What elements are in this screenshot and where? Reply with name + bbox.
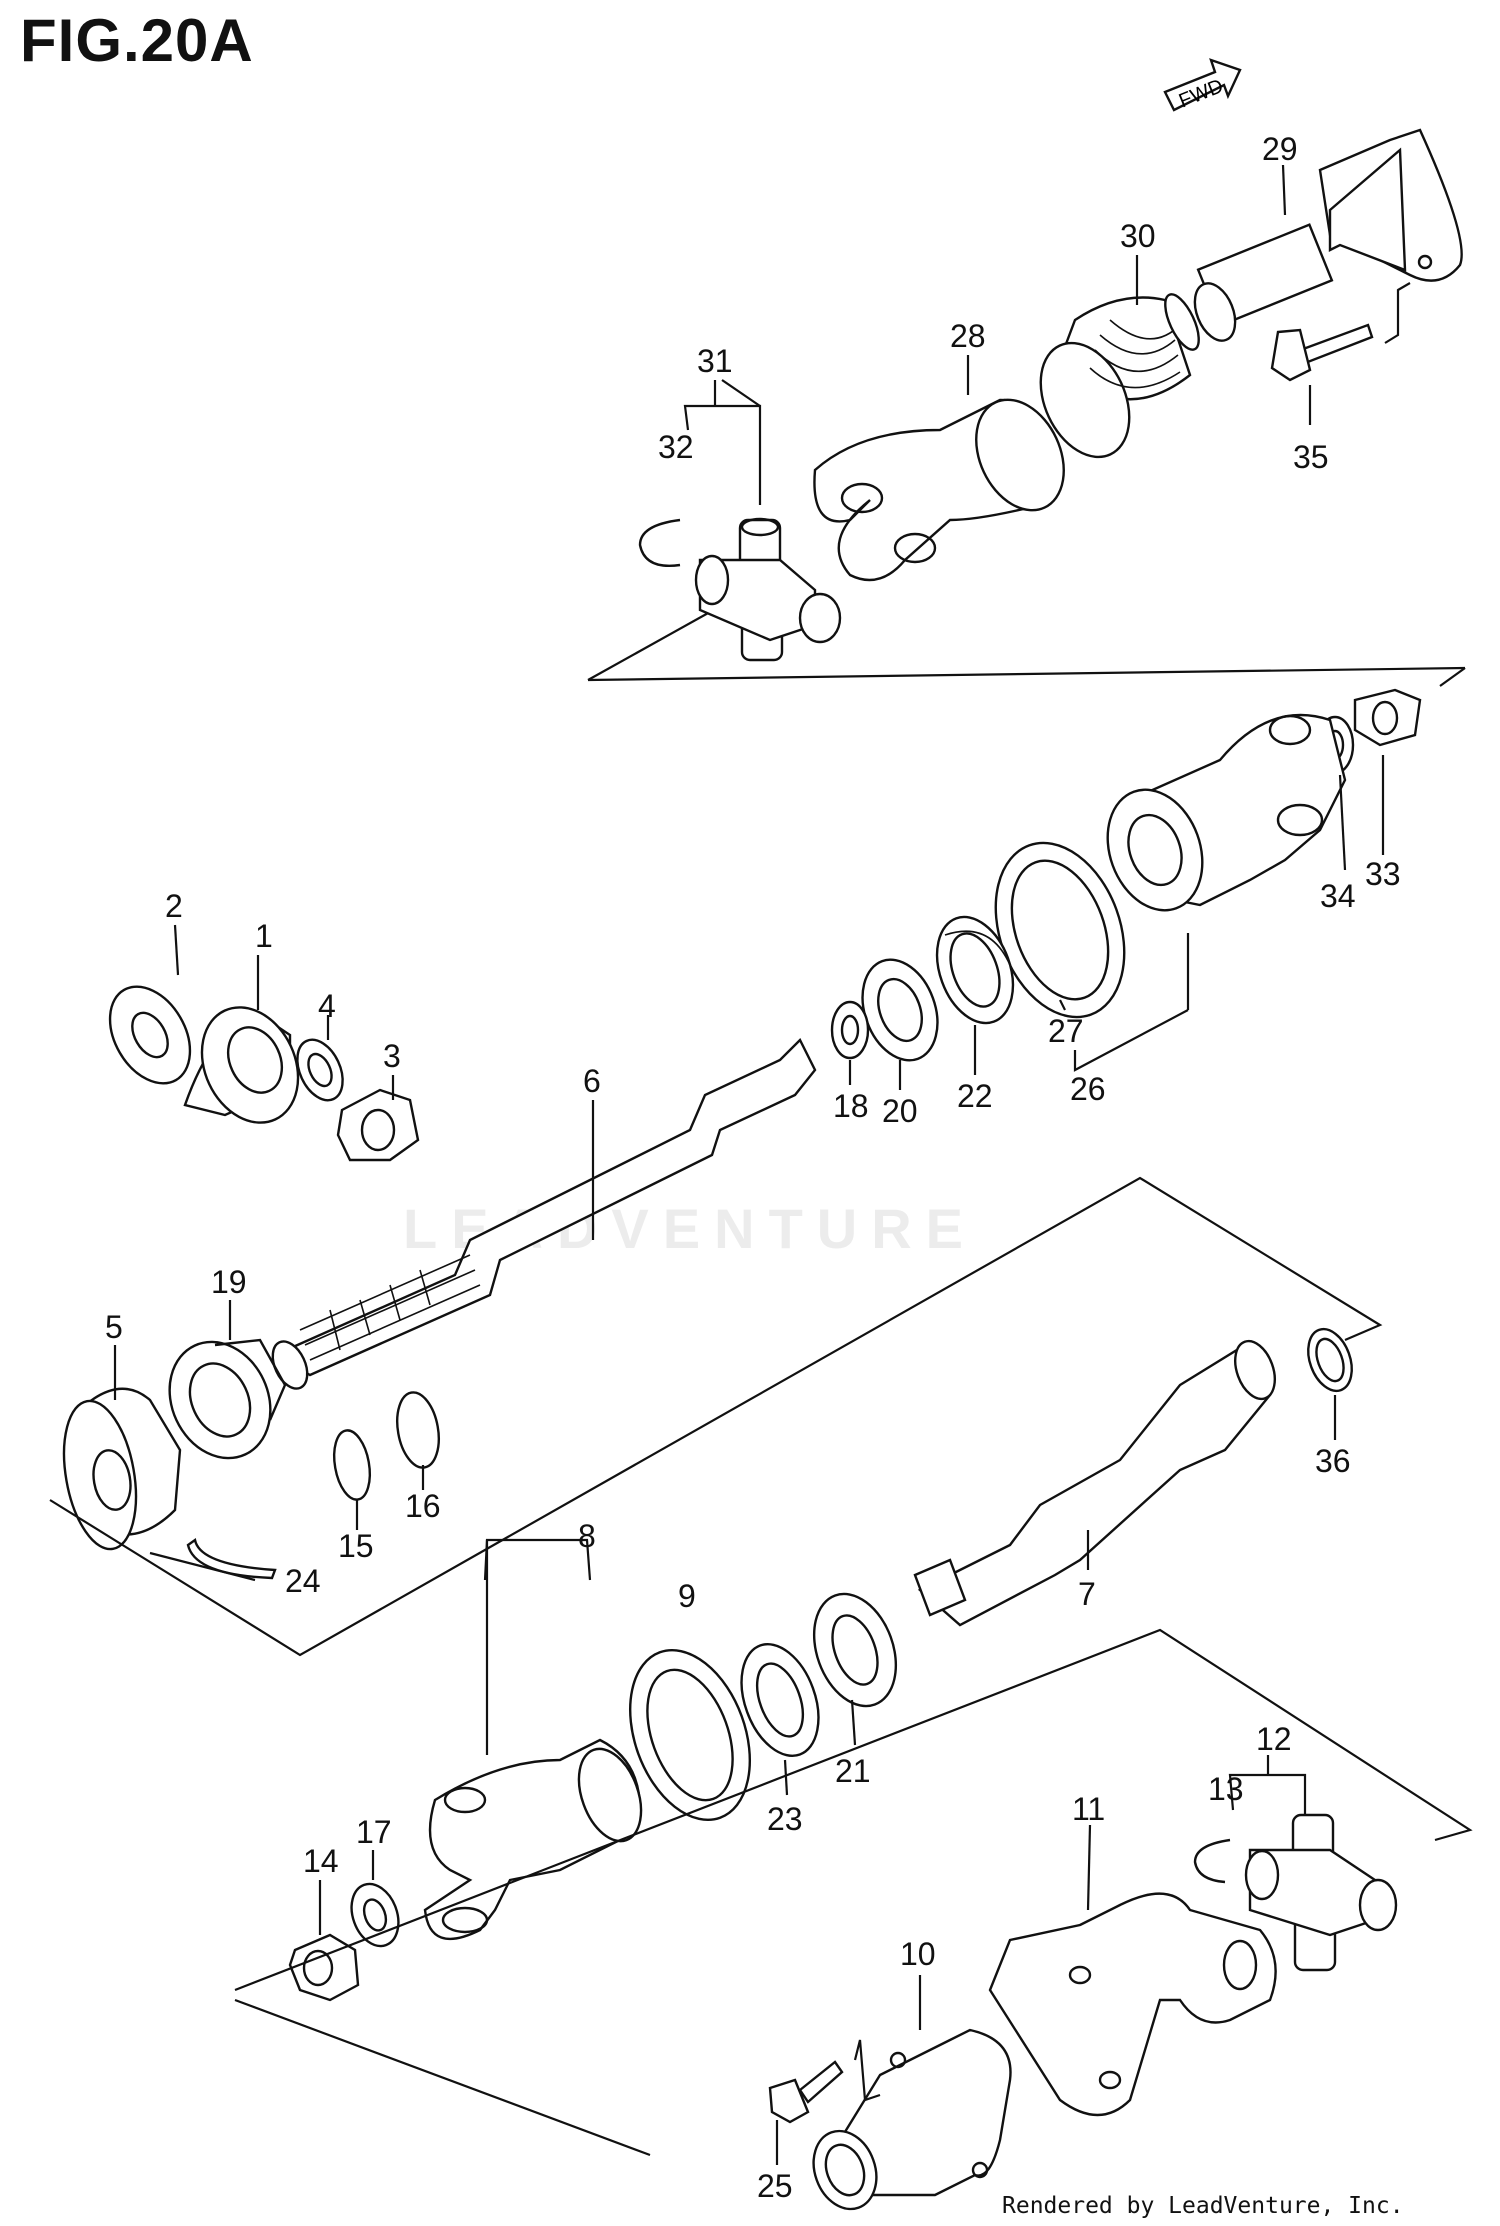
part-36-snap-ring xyxy=(1307,1327,1353,1393)
part-16-circlip xyxy=(396,1391,440,1469)
callout-10: 10 xyxy=(900,1936,936,1972)
callout-7: 7 xyxy=(1078,1576,1096,1612)
part-18-washer xyxy=(830,1000,870,1060)
fwd-arrow-icon: FWD xyxy=(1163,58,1242,112)
callout-21: 21 xyxy=(835,1753,871,1789)
part-22-gear xyxy=(935,915,1015,1025)
part-27-seal-ring xyxy=(994,841,1126,1019)
part-32-circlip xyxy=(638,518,681,567)
part-31-universal-joint xyxy=(694,517,842,662)
part-30-boot xyxy=(1039,293,1200,459)
part-11-yoke xyxy=(988,1892,1277,2117)
callout-20: 20 xyxy=(882,1093,918,1129)
callout-13: 13 xyxy=(1208,1771,1244,1807)
part-21-bearing xyxy=(812,1592,898,1708)
leader-lines xyxy=(113,164,1385,2165)
part-2-washer xyxy=(108,985,192,1085)
part-28-yoke xyxy=(813,398,1065,582)
part-33-nut xyxy=(1353,688,1422,747)
callout-19: 19 xyxy=(211,1264,247,1300)
callout-14: 14 xyxy=(303,1843,339,1879)
part-6-drive-shaft xyxy=(271,1037,817,1390)
callout-36: 36 xyxy=(1315,1443,1351,1479)
callout-8: 8 xyxy=(578,1518,596,1554)
part-4-washer xyxy=(296,1038,344,1102)
render-credit: Rendered by LeadVenture, Inc. xyxy=(1002,2193,1404,2219)
part-23-gear xyxy=(740,1642,820,1758)
callout-30: 30 xyxy=(1120,218,1156,254)
callout-11: 11 xyxy=(1072,1791,1105,1827)
callout-2: 2 xyxy=(165,888,183,924)
callout-26: 26 xyxy=(1070,1071,1106,1107)
part-24-circlip xyxy=(186,1537,277,1580)
callout-3: 3 xyxy=(383,1038,401,1074)
callout-12: 12 xyxy=(1256,1721,1292,1757)
callout-18: 18 xyxy=(833,1088,869,1124)
callout-9: 9 xyxy=(678,1578,696,1614)
callout-labels: 1 2 3 4 5 6 7 8 9 10 11 12 13 14 15 16 1… xyxy=(105,131,1401,2204)
part-10-flange-shaft xyxy=(812,2028,1012,2211)
part-12-universal-joint xyxy=(1244,1813,1398,1972)
part-13-circlip xyxy=(1193,1838,1231,1884)
callout-33: 33 xyxy=(1365,856,1401,892)
callout-29: 29 xyxy=(1262,131,1298,167)
part-26-yoke-assembly xyxy=(1106,713,1347,912)
part-20-bearing xyxy=(861,958,939,1062)
part-9-seal xyxy=(628,1648,752,1822)
part-17-washer xyxy=(350,1882,400,1948)
callout-15: 15 xyxy=(338,1528,374,1564)
callout-31: 31 xyxy=(697,343,733,379)
callout-32: 32 xyxy=(658,429,694,465)
figure-title: FIG.20A xyxy=(20,7,254,74)
callout-17: 17 xyxy=(356,1814,392,1850)
part-1-bevel-gear xyxy=(183,1006,300,1124)
callout-25: 25 xyxy=(757,2168,793,2204)
part-19-bearing xyxy=(168,1338,287,1460)
callout-5: 5 xyxy=(105,1309,123,1345)
part-8-yoke-assembly xyxy=(423,1738,643,1940)
part-25-bolt xyxy=(768,2060,844,2124)
part-15-circlip xyxy=(332,1429,372,1501)
part-5-bevel-gear xyxy=(62,1387,182,1551)
callout-24: 24 xyxy=(285,1563,321,1599)
callout-23: 23 xyxy=(767,1801,803,1837)
callout-1: 1 xyxy=(255,918,273,954)
callout-22: 22 xyxy=(957,1078,993,1114)
callout-28: 28 xyxy=(950,318,986,354)
callout-16: 16 xyxy=(405,1488,441,1524)
part-35-bolt xyxy=(1270,282,1411,382)
part-7-propeller-shaft xyxy=(913,1339,1276,1627)
part-14-nut xyxy=(288,1933,360,2002)
callout-35: 35 xyxy=(1293,439,1329,475)
callout-27: 27 xyxy=(1048,1013,1084,1049)
callout-6: 6 xyxy=(583,1063,601,1099)
callout-4: 4 xyxy=(318,988,336,1024)
callout-34: 34 xyxy=(1320,878,1356,914)
part-29-flange-shaft xyxy=(1193,128,1463,342)
part-3-nut xyxy=(336,1088,420,1162)
